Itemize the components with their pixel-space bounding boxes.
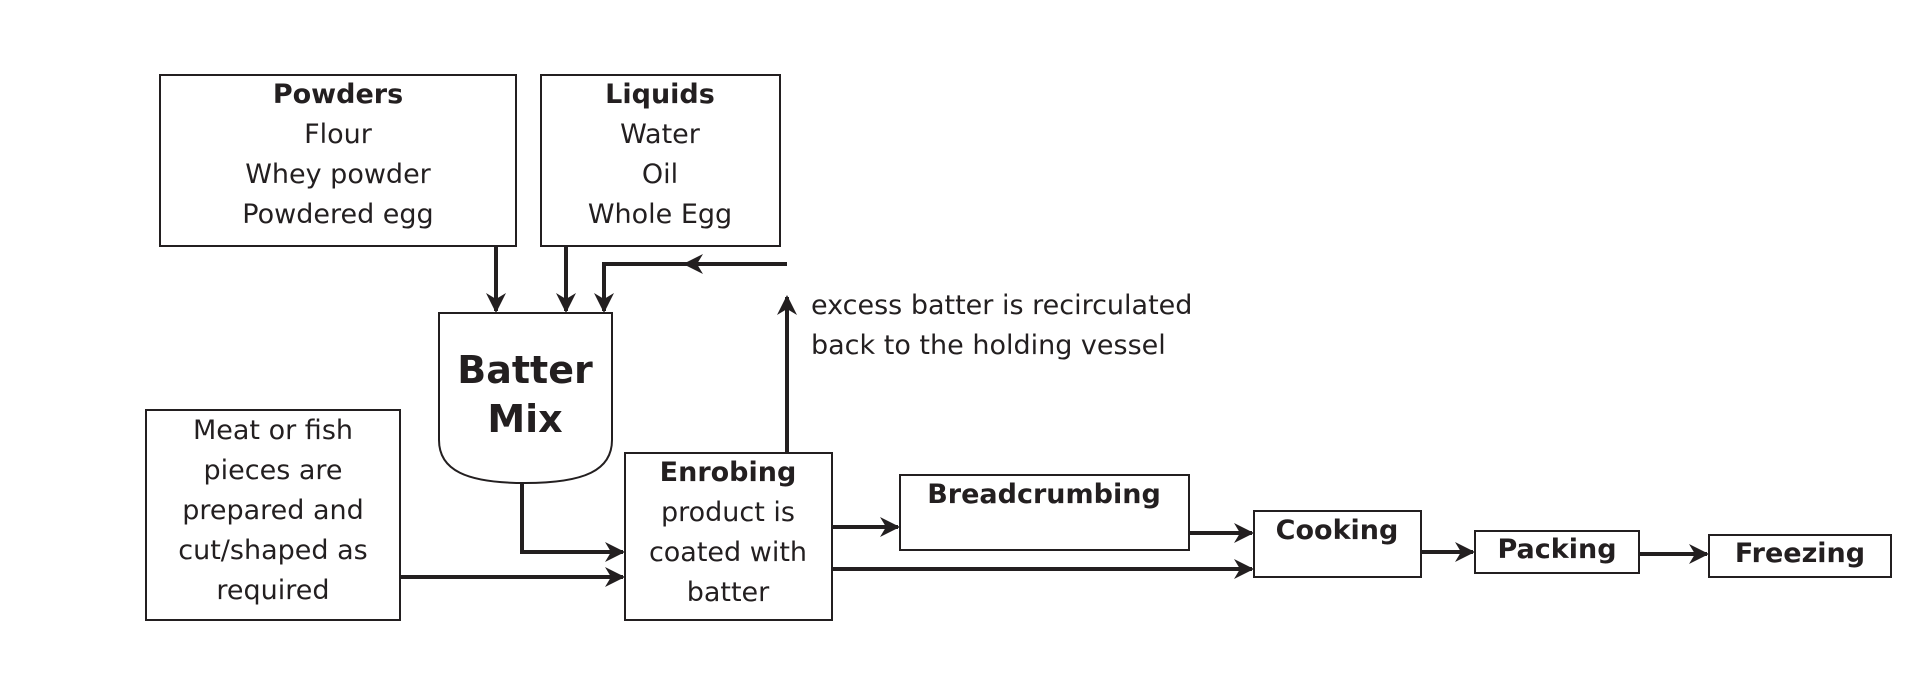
cooking-title: Cooking [1276, 515, 1399, 546]
meat-text-line-3: prepared and [182, 495, 364, 526]
enrobing-text-line-3: batter [687, 577, 770, 608]
cooking-box: Cooking [1253, 510, 1422, 578]
powders-item-flour: Flour [304, 119, 373, 150]
recirculation-note-line-1: excess batter is recirculated [811, 290, 1192, 321]
freezing-box: Freezing [1708, 534, 1892, 578]
batter-mix-label-line-1: Batter [457, 348, 593, 392]
packing-box: Packing [1474, 530, 1640, 574]
breadcrumbing-title: Breadcrumbing [927, 479, 1161, 510]
meat-text-line-5: required [216, 575, 329, 606]
arrow-recirculation-into-batter-mix [594, 262, 685, 313]
batter-mix-vessel: Batter Mix [438, 312, 613, 485]
liquids-box: Liquids Water Oil Whole Egg [540, 74, 781, 247]
batter-mix-label-line-2: Mix [487, 397, 562, 441]
freezing-title: Freezing [1735, 538, 1865, 569]
meat-preparation-box: Meat or fish pieces are prepared and cut… [145, 409, 401, 621]
meat-text-line-2: pieces are [203, 455, 342, 486]
arrow-batter-mix-to-enrobing [520, 483, 625, 562]
meat-text-line-1: Meat or fish [193, 415, 353, 446]
liquids-item-oil: Oil [642, 159, 678, 190]
packing-title: Packing [1497, 534, 1616, 565]
enrobing-box: Enrobing product is coated with batter [624, 452, 833, 621]
enrobing-title: Enrobing [660, 457, 797, 488]
enrobing-text-line-1: product is [661, 497, 795, 528]
liquids-title: Liquids [605, 79, 715, 110]
recirculation-note: excess batter is recirculated back to th… [811, 290, 1192, 361]
powders-box: Powders Flour Whey powder Powdered egg [159, 74, 517, 247]
breadcrumbing-box: Breadcrumbing [899, 474, 1190, 551]
powders-title: Powders [273, 79, 403, 110]
powders-item-whey-powder: Whey powder [245, 159, 431, 190]
powders-item-powdered-egg: Powdered egg [242, 199, 433, 230]
meat-text-line-4: cut/shaped as [178, 535, 367, 566]
recirculation-note-line-2: back to the holding vessel [811, 330, 1166, 361]
enrobing-text-line-2: coated with [649, 537, 807, 568]
liquids-item-whole-egg: Whole Egg [588, 199, 732, 230]
liquids-item-water: Water [620, 119, 701, 150]
